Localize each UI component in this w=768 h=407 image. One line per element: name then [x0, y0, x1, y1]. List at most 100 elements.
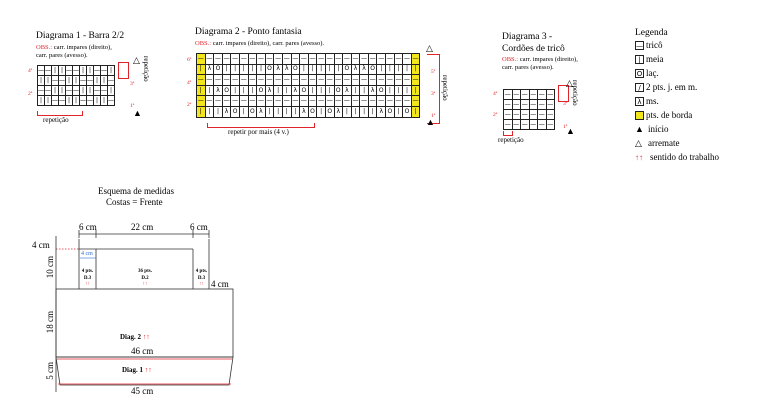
legend-label: 2 pts. j. em m.	[646, 82, 698, 92]
d2-repeat-h-bracket	[207, 123, 315, 128]
diagram2-obs: OBS.: carr. impares (direito), carr. par…	[195, 40, 324, 48]
diagram1-grid: ——||——||——|||——||——||———||——||——|||——||—…	[37, 65, 115, 106]
knit-purl-icon: —	[635, 41, 644, 50]
edge-stitch-icon	[635, 111, 644, 120]
right-strap-diag: D.3	[197, 276, 206, 281]
d1-row-3: 3ª	[130, 81, 135, 87]
yarn-over-icon: O	[635, 69, 644, 78]
start-icon: ▲	[635, 124, 644, 134]
d3-repeat-v-label: repetição	[571, 80, 579, 106]
scheme-title-2: Costas = Frente	[106, 197, 163, 207]
d2-repeat-h-label: repetir por mais (4 v.)	[228, 128, 289, 136]
diag1-text: Diag. 1	[122, 366, 143, 374]
grid-cell: —	[107, 95, 115, 106]
left-strap-diag: D.3	[83, 276, 92, 281]
legend-label: meia	[646, 54, 664, 64]
d3-row-2: 2ª	[493, 112, 498, 118]
d2-row-2: 2ª	[187, 102, 192, 108]
obs-text: carr. impares (direito),	[53, 44, 112, 51]
d1-repeat-h-label: repetição	[43, 116, 69, 124]
d2-repeat-v-label: repetição	[441, 75, 449, 101]
d2-repeat-v-bracket	[427, 54, 440, 124]
legend-label: sentido do trabalho	[650, 152, 719, 162]
legend-label: laç.	[646, 68, 659, 78]
diagram3-grid: ————————————————————————	[503, 89, 555, 130]
legend-label: início	[648, 124, 669, 134]
right-strap-pts: 4 pts.	[195, 269, 208, 274]
d3-finish-icon: △	[566, 78, 573, 88]
d1-finish-icon: △	[133, 55, 140, 65]
left-direction-arrows-icon: ↑↑	[85, 282, 90, 287]
width-46cm: 46 cm	[131, 346, 154, 356]
grid-cell: —	[545, 119, 555, 130]
d1-row-2: 2ª	[28, 91, 33, 97]
diagram3-obs-2: carr. pares (avesso).	[502, 64, 554, 71]
diag2-text: Diag. 2	[120, 333, 141, 341]
direction-arrows-icon: ↑↑	[635, 153, 643, 162]
diagram1-obs-1: OBS.: carr. impares (direito),	[36, 44, 112, 52]
legend-label: pts. de borda	[646, 110, 693, 120]
height-10cm: 10 cm	[45, 256, 55, 279]
scheme-title-1: Esquema de medidas	[98, 186, 174, 196]
bind-off-icon: △	[635, 138, 642, 148]
diag2-label: Diag. 2 ↑↑	[120, 333, 150, 341]
knit-stitch-icon: |	[635, 55, 644, 64]
legend-item-sentido: ↑↑ sentido do trabalho	[635, 152, 719, 163]
d1-repeat-v-bracket	[118, 62, 129, 79]
d3-row-4: 4ª	[493, 91, 498, 97]
diagram1-title: Diagrama 1 - Barra 2/2	[36, 31, 125, 41]
diagram3-title-1: Diagrama 3 -	[502, 32, 553, 42]
d1-repeat-h-bracket	[37, 111, 83, 116]
obs-label: OBS.:	[36, 44, 53, 51]
obs-text: carr. impares (direito),	[519, 56, 578, 63]
d2-row-4: 4ª	[187, 80, 192, 86]
d1-start-icon: ▲	[133, 108, 142, 118]
obs-label: OBS.:	[195, 40, 212, 47]
legend-item-meia: |meia	[635, 54, 664, 65]
width-6cm-left: 6 cm	[79, 222, 97, 232]
width-4cm: 4 cm	[211, 279, 229, 289]
legend-item-arremate: △arremate	[635, 138, 679, 149]
legend-label: tricô	[646, 40, 663, 50]
d2-start-icon: ▲	[426, 117, 435, 127]
d2-finish-icon: △	[426, 43, 433, 53]
legend-item-trico: —tricô	[635, 40, 663, 51]
diagram3-title-2: Cordões de tricô	[502, 44, 565, 54]
diagram3-obs-1: OBS.: carr. impares (direito),	[502, 56, 578, 64]
d2-row-1: 1ª	[431, 113, 436, 119]
ssk-icon: λ	[635, 97, 644, 106]
d1-row-1: 1ª	[130, 103, 135, 109]
width-22cm: 22 cm	[131, 222, 154, 232]
grid-cell: |	[410, 105, 421, 118]
width-45cm: 45 cm	[131, 386, 154, 396]
d3-row-1: 1ª	[563, 124, 568, 130]
direction-arrows-icon: ↑↑	[142, 333, 150, 341]
legend-title: Legenda	[635, 28, 668, 38]
width-6cm-right: 6 cm	[190, 222, 208, 232]
d2-row-5: 5ª	[431, 69, 436, 75]
legend-item-2pts: /2 pts. j. em m.	[635, 82, 697, 93]
left-strap-pts: 4 pts.	[81, 269, 94, 274]
middle-direction-arrows-icon: ↑↑	[142, 282, 148, 287]
obs-text: carr. impares (direito), carr. pares (av…	[212, 40, 325, 47]
diagram2-title: Diagrama 2 - Ponto fantasia	[195, 27, 302, 37]
height-18cm: 18 cm	[45, 311, 55, 334]
legend-item-inicio: ▲ início	[635, 124, 669, 135]
d2-row-3: 3ª	[431, 91, 436, 97]
d3-repeat-h-bracket	[503, 131, 513, 136]
d1-row-4: 4ª	[28, 68, 33, 74]
middle-pts: 36 pts.	[138, 269, 152, 274]
diag1-label: Diag. 1 ↑↑	[122, 366, 152, 374]
d3-row-3: 3ª	[563, 101, 568, 107]
d3-repeat-h-label: repetição	[498, 136, 524, 144]
d1-repeat-v-label: repetição	[142, 56, 150, 82]
d3-start-icon: ▲	[566, 126, 575, 136]
k2tog-icon: /	[635, 83, 644, 92]
middle-diag: D.2	[141, 276, 149, 281]
legend-item-borda: pts. de borda	[635, 110, 692, 121]
height-4cm: 4 cm	[32, 240, 50, 250]
height-4cm-blue: 4 cm	[81, 251, 93, 257]
